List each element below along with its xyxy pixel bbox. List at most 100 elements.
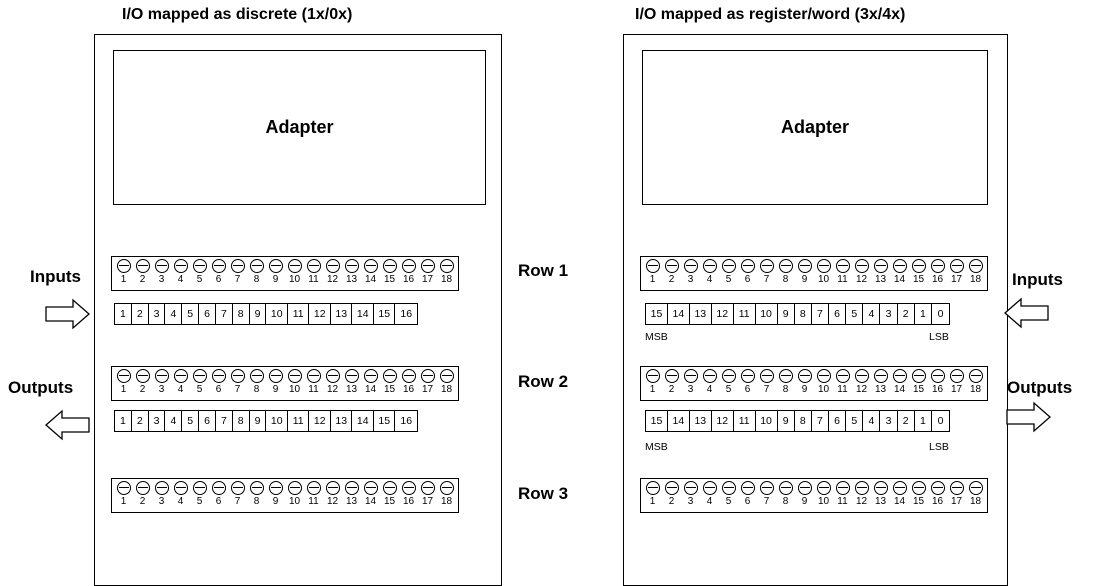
screw-icon — [759, 369, 774, 383]
bit-cell: 13 — [690, 304, 712, 324]
screw-icon — [363, 259, 378, 273]
terminal-8: 8 — [247, 369, 266, 400]
screw-icon — [949, 481, 964, 495]
screw-icon — [759, 259, 774, 273]
bit-cell: 16 — [400, 308, 413, 320]
screw-icon — [363, 481, 378, 495]
terminal-4: 4 — [700, 481, 719, 512]
terminal-number: 8 — [253, 274, 260, 285]
terminal-14: 14 — [361, 369, 380, 400]
terminal-number: 5 — [196, 274, 203, 285]
bit-cell: 3 — [880, 411, 898, 431]
terminal-10: 10 — [285, 481, 304, 512]
screw-icon — [968, 481, 983, 495]
terminal-number: 17 — [950, 274, 963, 285]
terminal-number: 5 — [196, 384, 203, 395]
right-input-msb-label: MSB — [645, 331, 668, 343]
terminal-number: 5 — [725, 384, 732, 395]
bit-cell: 1 — [915, 411, 932, 431]
terminal-number: 16 — [931, 496, 944, 507]
terminal-6: 6 — [209, 259, 228, 290]
terminal-8: 8 — [776, 259, 795, 290]
screw-icon — [230, 481, 245, 495]
bit-cell: 15 — [646, 304, 668, 324]
screw-icon — [249, 259, 264, 273]
bit-cell: 7 — [216, 304, 233, 324]
bit-cell: 11 — [734, 411, 756, 431]
bit-cell: 8 — [795, 411, 812, 431]
terminal-14: 14 — [361, 481, 380, 512]
row-3-label: Row 3 — [518, 484, 569, 503]
terminal-13: 13 — [871, 259, 890, 290]
right-inputs-arrow-icon — [1004, 297, 1049, 329]
screw-icon — [664, 481, 679, 495]
bit-cell: 11 — [288, 411, 310, 431]
right-title: I/O mapped as register/word (3x/4x) — [635, 6, 906, 23]
screw-icon — [173, 369, 188, 383]
terminal-5: 5 — [190, 259, 209, 290]
terminal-number: 17 — [421, 274, 434, 285]
bit-cell: 9 — [250, 304, 267, 324]
screw-icon — [268, 369, 283, 383]
right-outputs-label: Outputs — [1007, 378, 1073, 397]
terminal-number: 8 — [782, 384, 789, 395]
screw-icon — [249, 369, 264, 383]
bit-cell: 15 — [374, 411, 396, 431]
left-adapter: Adapter — [113, 50, 486, 205]
terminal-16: 16 — [928, 481, 947, 512]
screw-icon — [420, 369, 435, 383]
bit-cell: 14 — [352, 304, 374, 324]
terminal-14: 14 — [890, 481, 909, 512]
bit-cell: 14 — [668, 411, 690, 431]
terminal-14: 14 — [890, 369, 909, 400]
screw-icon — [306, 481, 321, 495]
terminal-11: 11 — [833, 259, 852, 290]
terminal-number: 15 — [383, 384, 396, 395]
terminal-number: 16 — [402, 274, 415, 285]
bit-cell: 15 — [646, 411, 668, 431]
screw-icon — [382, 259, 397, 273]
screw-icon — [949, 259, 964, 273]
terminal-number: 7 — [763, 384, 770, 395]
terminal-number: 7 — [763, 496, 770, 507]
terminal-6: 6 — [209, 369, 228, 400]
terminal-number: 9 — [801, 496, 808, 507]
terminal-number: 12 — [326, 274, 339, 285]
terminal-16: 16 — [399, 259, 418, 290]
terminal-number: 10 — [817, 384, 830, 395]
screw-icon — [154, 369, 169, 383]
left-title: I/O mapped as discrete (1x/0x) — [122, 6, 353, 23]
screw-icon — [116, 259, 131, 273]
bit-cell: 2 — [898, 411, 915, 431]
terminal-number: 18 — [969, 384, 982, 395]
terminal-1: 1 — [643, 369, 662, 400]
screw-icon — [664, 369, 679, 383]
terminal-number: 4 — [706, 496, 713, 507]
terminal-number: 15 — [912, 384, 925, 395]
screw-icon — [420, 259, 435, 273]
screw-icon — [683, 259, 698, 273]
screw-icon — [363, 369, 378, 383]
terminal-16: 16 — [928, 369, 947, 400]
terminal-5: 5 — [190, 481, 209, 512]
terminal-number: 8 — [253, 496, 260, 507]
terminal-number: 9 — [272, 384, 279, 395]
terminal-15: 15 — [380, 369, 399, 400]
terminal-number: 2 — [668, 496, 675, 507]
terminal-number: 18 — [440, 384, 453, 395]
terminal-number: 8 — [782, 496, 789, 507]
terminal-number: 18 — [440, 274, 453, 285]
bit-cell: 12 — [309, 411, 331, 431]
terminal-number: 7 — [763, 274, 770, 285]
screw-icon — [230, 369, 245, 383]
screw-icon — [892, 481, 907, 495]
bit-cell: 3 — [880, 304, 898, 324]
terminal-1: 1 — [114, 369, 133, 400]
screw-icon — [854, 259, 869, 273]
screw-icon — [816, 481, 831, 495]
terminal-9: 9 — [795, 369, 814, 400]
terminal-number: 12 — [855, 274, 868, 285]
bit-cell: 8 — [795, 304, 812, 324]
